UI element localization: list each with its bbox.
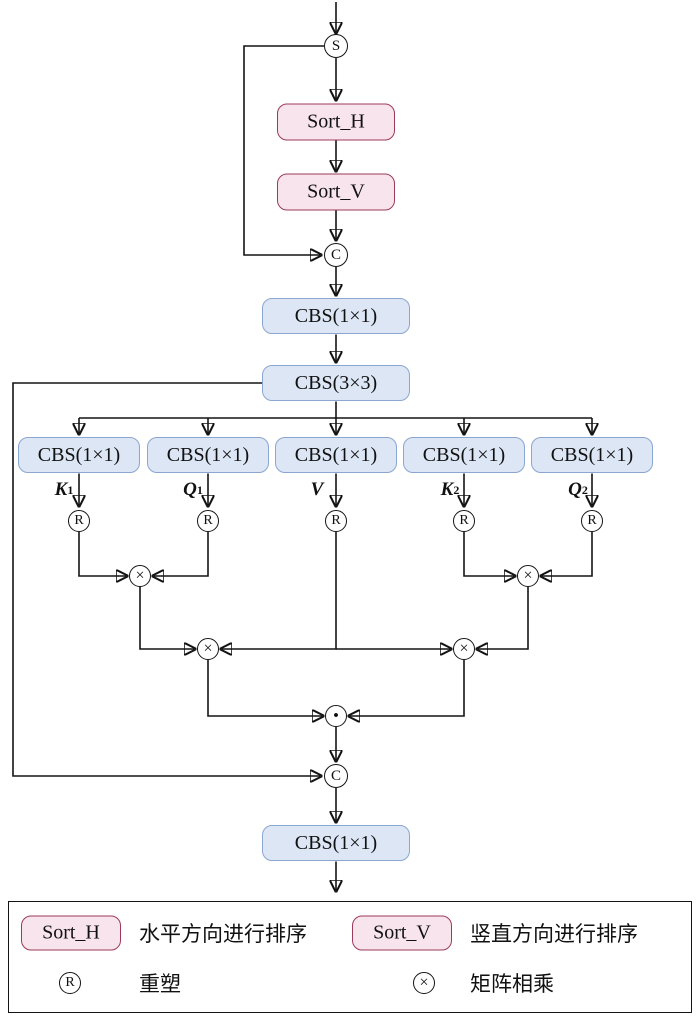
cbs-branch-box-q1: CBS(1×1) [147,437,269,473]
legend-sort-v-box: Sort_V [352,915,452,951]
legend-sort-h-box: Sort_H [21,915,121,951]
cbs-3x3-box: CBS(3×3) [262,365,410,401]
reshape-node-v: R [325,510,347,532]
sort-h-box: Sort_H [277,103,395,141]
concat-top-node: C [324,243,348,267]
matmul-node-right: × [517,565,539,587]
legend-matmul-text: 矩阵相乘 [470,972,554,996]
reshape-node-q2: R [581,510,603,532]
legend-reshape-icon: R [59,972,81,994]
reshape-node-q1: R [197,510,219,532]
cbs-branch-box-v: CBS(1×1) [275,437,397,473]
sort-v-box: Sort_V [277,173,395,211]
matmul-node-left: × [129,565,151,587]
label-v: V [310,479,324,500]
cbs-branch-box-q2: CBS(1×1) [531,437,653,473]
cbs-1x1-top-box: CBS(1×1) [262,298,410,334]
matmul-node-left-lower: × [197,638,219,660]
edges [12,2,592,890]
concat-bottom-node: C [324,764,348,788]
cbs-branch-box-k2: CBS(1×1) [403,437,525,473]
skip-connection-bottom [12,382,320,776]
legend-sort-h-text: 水平方向进行排序 [139,922,307,946]
reshape-node-k1: R [68,510,90,532]
legend-matmul-icon: × [413,972,435,994]
cbs-1x1-bottom-box: CBS(1×1) [262,825,410,861]
legend-sort-v-text: 竖直方向进行排序 [470,922,638,946]
matmul-node-right-lower: × [453,638,475,660]
legend-reshape-text: 重塑 [139,972,181,996]
skip-connection-top [243,45,324,255]
reshape-node-k2: R [453,510,475,532]
cbs-branch-box-k1: CBS(1×1) [18,437,140,473]
legend-frame [8,901,692,1013]
dot-product-node: • [325,705,347,727]
split-node: S [324,34,348,58]
